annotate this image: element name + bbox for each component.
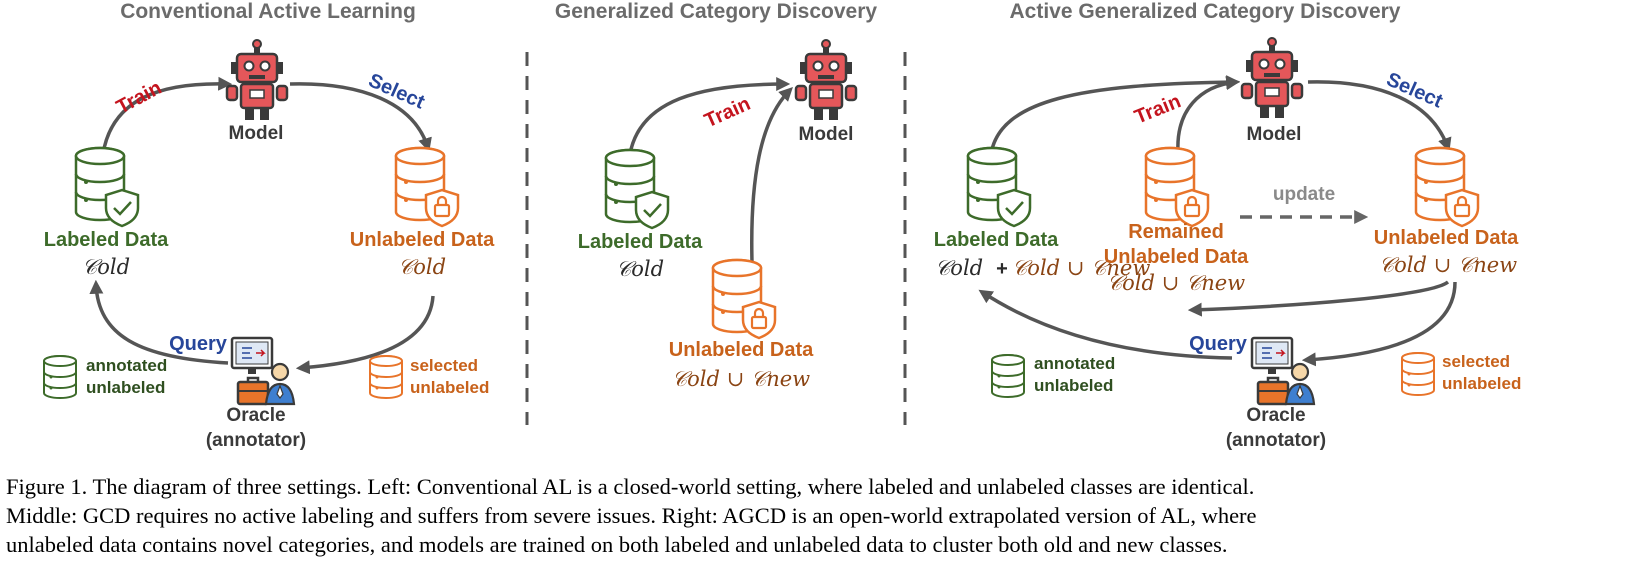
panel-conventional-al: Conventional Active Learning Train Selec… — [43, 0, 495, 451]
update-label-right: update — [1273, 184, 1335, 205]
legend-selected-unlabeled-left: unlabeled — [410, 378, 489, 397]
query-label-left: Query — [169, 333, 228, 355]
train-label-left: Train — [113, 77, 166, 119]
labeled-math-right-new: 𝒞old ∪ 𝒞new — [1012, 256, 1150, 280]
remained-label-right: Remained — [1128, 221, 1224, 243]
labeled-math-middle: 𝒞old — [616, 257, 664, 281]
labeled-math-left: 𝒞old — [82, 255, 130, 279]
oracle-label-left: Oracle — [226, 405, 285, 426]
database-shield-check-icon — [966, 146, 1032, 228]
robot-icon — [1240, 36, 1304, 120]
arrow-query-left — [89, 279, 229, 365]
panel-agcd: Active Generalized Category Discovery Tr… — [934, 0, 1522, 451]
arrow-train-labeled-right — [989, 75, 1241, 155]
arrow-query-right — [978, 289, 1233, 360]
train-label-middle: Train — [701, 93, 754, 133]
model-label-middle: Model — [799, 124, 854, 145]
annotator-computer-icon — [230, 336, 296, 406]
legend-selected-right: selected — [1442, 352, 1510, 371]
legend-annotated-unlabeled-right: unlabeled — [1034, 376, 1113, 395]
database-shield-lock-icon — [1144, 146, 1210, 228]
unlabeled-math-left: 𝒞old — [398, 255, 446, 279]
database-icon — [369, 355, 403, 399]
diagram-canvas: Conventional Active Learning Train Selec… — [43, 0, 1522, 451]
database-shield-lock-icon — [394, 146, 460, 228]
unlabeled-math-right: 𝒞old ∪ 𝒞new — [1379, 253, 1517, 277]
robot-icon — [225, 38, 289, 122]
database-shield-check-icon — [74, 146, 140, 228]
labeled-plus-right: + — [996, 258, 1008, 280]
arrow-train-unlabeled-middle — [750, 87, 793, 263]
model-label-left: Model — [229, 123, 284, 144]
legend-annotated-left: annotated — [86, 356, 167, 375]
annotator-label-right: (annotator) — [1226, 430, 1326, 451]
unlabeled-data-label-right: Unlabeled Data — [1374, 227, 1519, 249]
unlabeled-data-label-left: Unlabeled Data — [350, 229, 495, 251]
legend-annotated-right: annotated — [1034, 354, 1115, 373]
legend-selected-unlabeled-right: unlabeled — [1442, 374, 1521, 393]
oracle-label-right: Oracle — [1246, 405, 1305, 426]
arrow-select-right — [1307, 80, 1452, 152]
database-shield-lock-icon — [711, 258, 777, 340]
query-label-right: Query — [1189, 333, 1248, 355]
database-icon — [43, 355, 77, 399]
arrow-oracle-left — [295, 295, 435, 375]
arrow-to-remained-right — [1187, 280, 1450, 317]
annotator-computer-icon — [1250, 336, 1316, 406]
legend-selected-left: selected — [410, 356, 478, 375]
database-icon — [1401, 352, 1435, 396]
panel-title-left: Conventional Active Learning — [120, 0, 416, 23]
database-shield-check-icon — [604, 148, 670, 230]
database-icon — [991, 354, 1025, 398]
panel-title-middle: Generalized Category Discovery — [555, 0, 877, 23]
remained-unlabeled-label-right: Unlabeled Data — [1104, 246, 1249, 268]
unlabeled-data-label-middle: Unlabeled Data — [669, 339, 814, 361]
panel-title-right: Active Generalized Category Discovery — [1009, 0, 1400, 23]
robot-icon — [794, 38, 858, 122]
panel-gcd: Generalized Category Discovery Train Mod… — [555, 0, 877, 391]
unlabeled-math-middle: 𝒞old ∪ 𝒞new — [672, 367, 810, 391]
figure-caption: Figure 1. The diagram of three settings.… — [6, 472, 1648, 559]
model-label-right: Model — [1247, 124, 1302, 145]
labeled-math-right-old: 𝒞old — [935, 256, 983, 280]
caption-line: Figure 1. The diagram of three settings.… — [6, 474, 1255, 499]
labeled-data-label-right: Labeled Data — [934, 229, 1059, 251]
arrow-train-left — [101, 76, 233, 155]
caption-line: unlabeled data contains novel categories… — [6, 532, 1228, 557]
labeled-data-label-left: Labeled Data — [44, 229, 169, 251]
arrow-train-labeled-middle — [628, 77, 791, 155]
legend-annotated-unlabeled-left: unlabeled — [86, 378, 165, 397]
train-label-right: Train — [1131, 90, 1184, 128]
arrow-select-left — [289, 82, 432, 153]
arrow-oracle-right — [1301, 281, 1457, 367]
database-shield-lock-icon — [1414, 146, 1480, 228]
remained-math-right: 𝒞old ∪ 𝒞new — [1107, 271, 1245, 295]
annotator-label-left: (annotator) — [206, 430, 306, 451]
caption-line: Middle: GCD requires no active labeling … — [6, 503, 1257, 528]
arrow-train-remained-right — [1176, 76, 1241, 153]
labeled-data-label-middle: Labeled Data — [578, 231, 703, 253]
